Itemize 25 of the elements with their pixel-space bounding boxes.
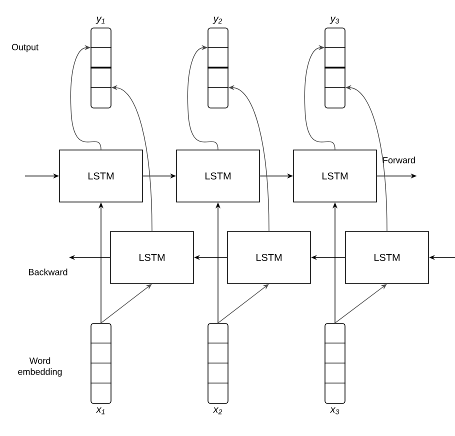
lstm-box: LSTM [110,231,194,284]
node-label: y$_{3}$ [330,16,340,24]
lstm-box: LSTM [59,150,143,202]
lstm-box: LSTM [227,231,311,284]
node-label: y$_{1}$ [96,16,105,24]
lstm-box: LSTM [293,150,377,202]
text-label: Output [12,44,38,52]
vector-drawing: x$_{3}$ [324,323,346,414]
node-label: x$_{2}$ [212,407,222,414]
text-label: Forward [383,156,415,164]
text-label: Backward [28,268,68,276]
arrow [187,45,218,150]
lstm-box: LSTM [176,150,260,202]
lstm-box: LSTM [345,231,429,284]
vector-drawing: y$_{2}$ [207,16,229,108]
vector-drawing: x$_{2}$ [207,323,229,414]
text-label: Word embedding [18,357,62,377]
node-label: x$_{1}$ [96,407,105,414]
node-label: x$_{3}$ [330,407,340,414]
vector-drawing: x$_{1}$ [90,323,112,414]
node-label: y$_{2}$ [212,16,222,24]
arrow [70,45,102,150]
vector-drawing: y$_{1}$ [90,16,112,108]
arrow [304,45,336,150]
vector-drawing: y$_{3}$ [324,16,346,108]
